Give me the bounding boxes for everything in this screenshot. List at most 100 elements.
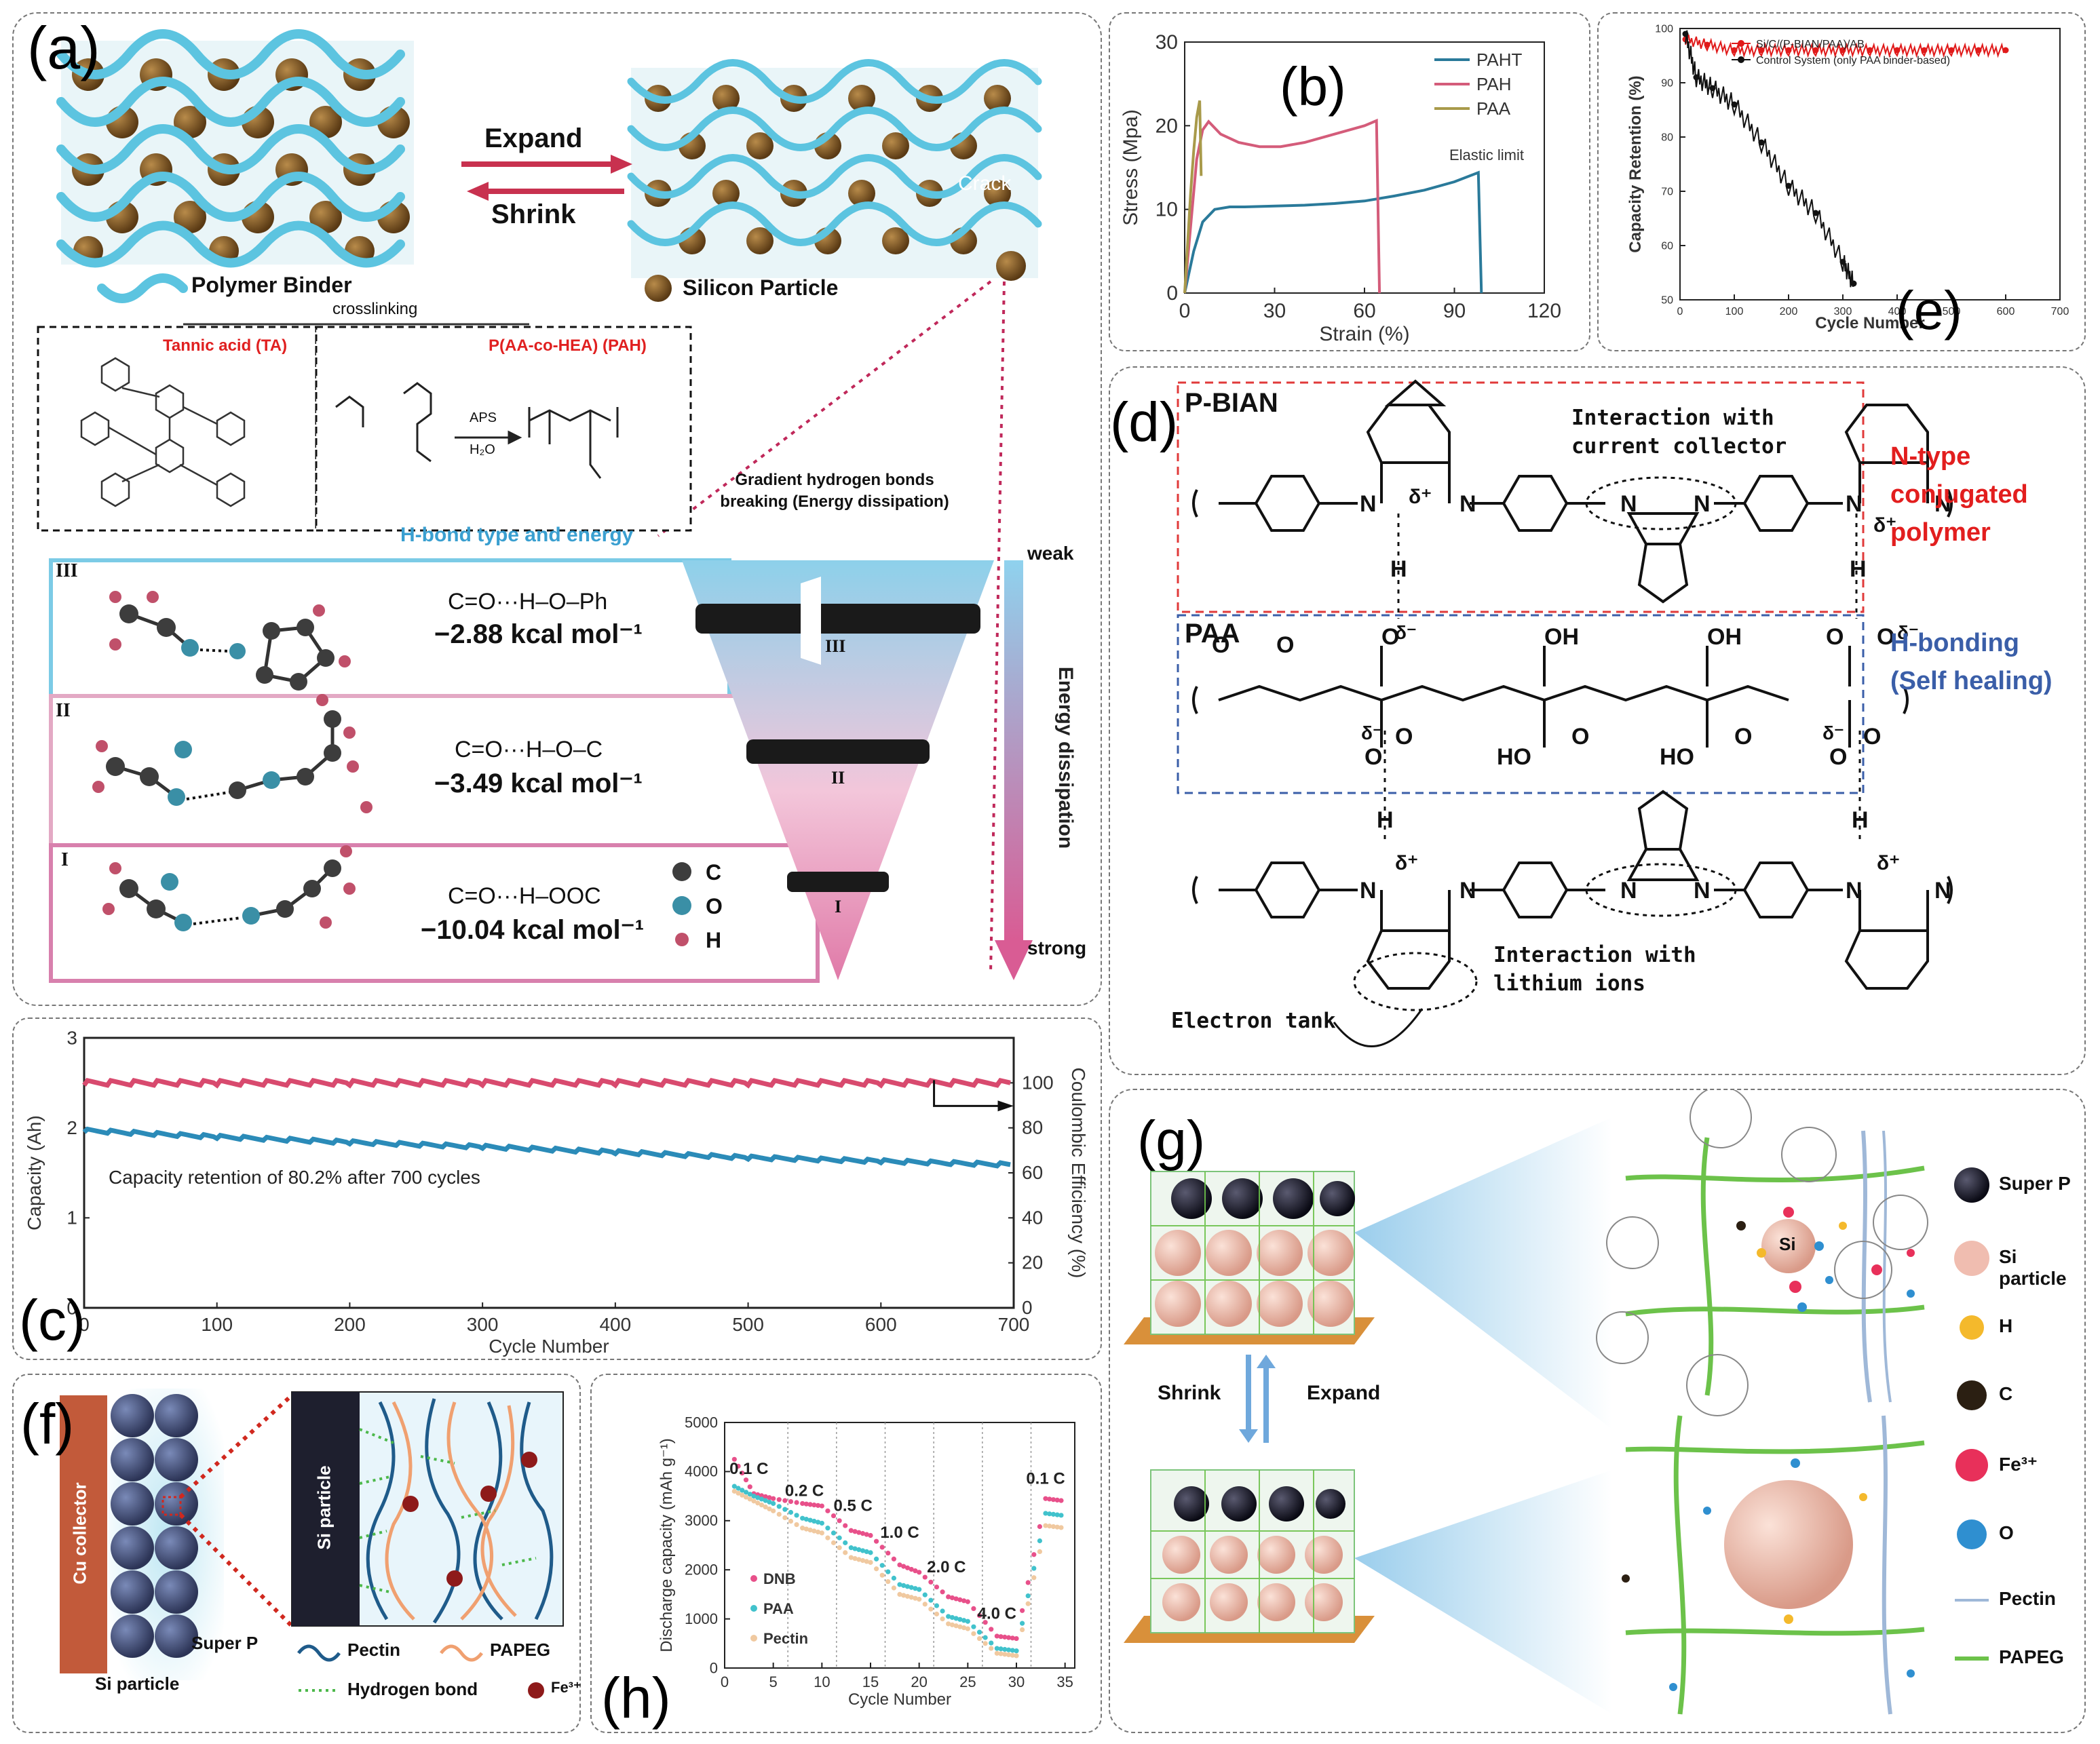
legend-h-label: H [706,928,722,952]
data-point-pectin [961,1625,967,1631]
data-point-paa [1006,1647,1012,1652]
data-point-dnb [812,1503,817,1508]
x-tick-label: 90 [1443,300,1466,322]
interaction-cc-line2: current collector [1571,434,1787,459]
data-point-paa [998,1646,1004,1652]
rate-label: 0.1 C [1026,1470,1065,1488]
data-point-paa [922,1592,928,1597]
shrink-expand-arrows [1239,1355,1276,1443]
strong-label: strong [1027,937,1087,958]
data-point-1 [1785,182,1792,189]
legend-label-pectin: Pectin [763,1630,808,1647]
legend-label-paa: PAA [763,1600,794,1617]
handshake-numeral-i: I [835,897,842,916]
data-point-pectin [1031,1575,1037,1581]
data-point-dnb [874,1538,879,1544]
data-point-paa [1054,1512,1060,1517]
data-point-paa [852,1546,858,1551]
network-top [1625,1130,1925,1403]
data-point-paa [1014,1648,1019,1654]
data-point-paa [825,1526,831,1531]
data-point-dnb [837,1518,842,1524]
x-axis-label: Cycle Number [848,1690,951,1709]
pbian-label: P-BIAN [1185,388,1278,418]
svg-text:N: N [1934,491,1951,517]
hbond-title: H-bond type and energy [400,524,634,546]
fe-ions-f [402,1452,537,1587]
zoom-beam-bottom [1354,1470,1612,1714]
data-point-pectin [917,1597,922,1602]
zoom-dotted-line-2 [657,280,992,537]
x-tick-label: 20 [911,1673,927,1690]
legend-label-pah: PAH [1476,74,1512,94]
legend-o-label: O [706,894,723,918]
panel-g-illustration [1124,1090,1989,1715]
data-point-pectin [1002,1652,1008,1657]
data-point-pectin [1058,1525,1064,1530]
shrink-label: Shrink [491,199,576,229]
y2-tick-label: 20 [1022,1252,1043,1273]
legend-marker-paa [750,1605,757,1612]
svg-text:N: N [1360,491,1377,517]
data-point-pectin [848,1555,854,1560]
data-point-dnb [776,1497,782,1503]
data-point-dnb [1014,1635,1019,1642]
data-point-pectin [982,1641,988,1646]
data-point-1 [1693,74,1700,81]
y-tick-label: 3 [66,1027,77,1048]
legend-papeg: PAPEG [1999,1646,2064,1667]
data-point-paa [803,1517,809,1522]
data-point-pectin [776,1511,782,1517]
y-axis-label: Discharge capacity (mAh g⁻¹) [657,1438,676,1652]
row-i-energy: −10.04 kcal mol⁻¹ [421,915,645,945]
y-tick-label: 30 [1156,31,1178,54]
handshake-icons [695,577,980,892]
data-point-paa [794,1513,799,1518]
data-point-paa [843,1540,848,1545]
data-point-pectin [1043,1523,1048,1528]
svg-text:OH: OH [1707,624,1742,650]
data-point-pectin [901,1593,906,1598]
pah-reaction-structure [335,382,619,479]
x-axis-label: Strain (%) [1319,323,1409,345]
series-line-coulombic-efficiency [82,1077,1011,1089]
molecule-ii [92,694,373,813]
legend-h-dot [675,933,689,946]
data-point-dnb [897,1562,902,1568]
data-point-dnb [794,1500,799,1505]
energy-dissipation-arrow [995,560,1033,980]
data-point-paa [807,1517,813,1523]
legend-label-dnb: DNB [763,1570,796,1587]
data-point-dnb [879,1545,885,1550]
data-point-pectin [998,1651,1004,1656]
data-point-pectin [831,1540,837,1545]
data-point-dnb [788,1498,794,1505]
data-point-pectin [743,1494,749,1500]
legend-h: H [1999,1315,2013,1336]
svg-text:O: O [1829,744,1847,770]
data-point-dnb [1054,1497,1060,1503]
data-point-pectin [837,1545,842,1551]
row-ii-bond: C=O···H–O–C [455,737,603,762]
y-tick-label: 60 [1661,240,1673,252]
paa-dashed-box [1177,614,1865,794]
data-point-dnb [901,1564,906,1569]
data-point-paa [1002,1646,1008,1652]
svg-text:HO: HO [1660,744,1694,770]
legend-o-dot [672,896,691,915]
data-point-paa [868,1550,873,1555]
x-tick-label: 600 [1997,306,2015,317]
data-point-pectin [953,1623,959,1629]
data-point-paa [782,1507,788,1512]
data-point-pectin [946,1621,951,1627]
crack-label: Crack [958,172,1012,195]
data-point-pectin [794,1522,799,1528]
data-point-paa [913,1586,918,1591]
data-point-dnb [848,1528,854,1533]
data-point-pectin [1047,1524,1052,1529]
data-point-dnb [843,1523,848,1528]
x-tick-label: 25 [959,1673,976,1690]
x-tick-label: 0 [1179,300,1191,322]
